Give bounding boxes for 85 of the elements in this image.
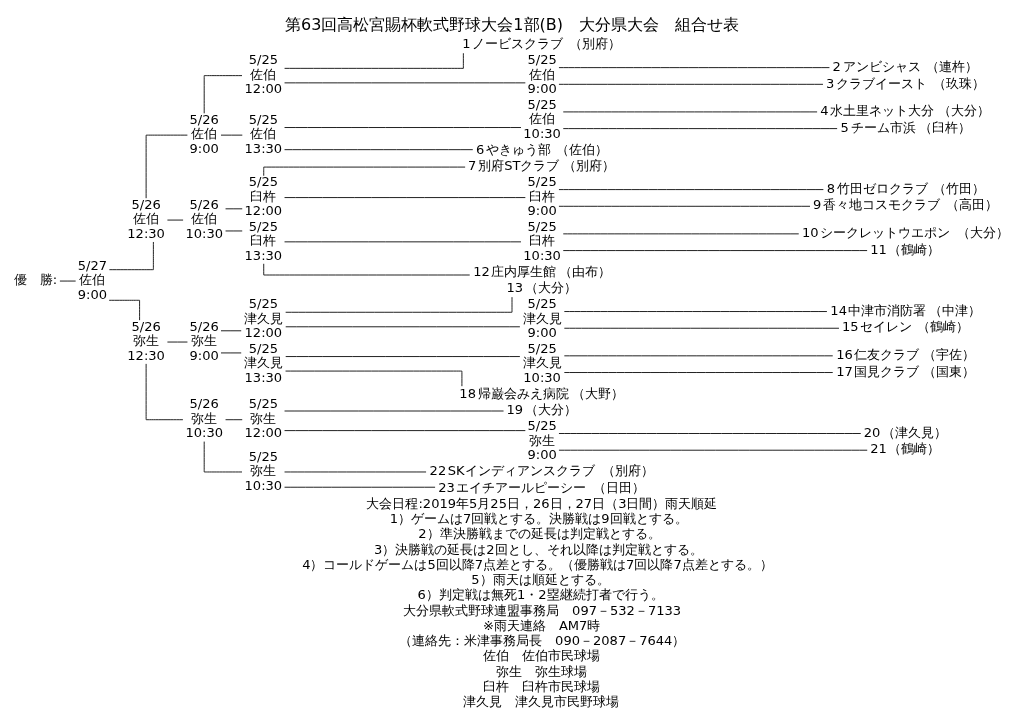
node-text: 23 エイチアールピーシー （日田）	[438, 479, 645, 495]
node-text: 優 勝:	[13, 272, 58, 288]
connector	[284, 149, 474, 151]
node-text: 5/25 臼杵 12:00	[244, 174, 283, 219]
connector	[558, 67, 830, 69]
label: 津久見 津久見市民野球場	[463, 694, 620, 710]
connector	[562, 128, 838, 130]
diagram-title: 第63回高松宮賜杯軟式野球大会1部(B) 大分県大会 組合せ表	[285, 14, 739, 34]
node-text: 5/26 佐伯 9:00	[189, 111, 219, 156]
node-text: 5/26 佐伯 10:30	[185, 196, 223, 241]
node-text: 7 別府STクラブ （別府）	[468, 158, 616, 174]
connector	[563, 311, 828, 312]
connector	[108, 299, 140, 321]
connector	[558, 83, 824, 85]
node-text: 5/25 津久見 12:00	[243, 296, 283, 341]
node-text: 12庄内厚生館 （由布）	[473, 263, 611, 279]
node-text: 5/25 佐伯 9:00	[527, 52, 557, 97]
node-text: 5/25 津久見 10:30	[522, 340, 562, 385]
connector	[145, 363, 184, 421]
node-text: 5/26 弥生 10:30	[185, 396, 223, 441]
connector	[558, 189, 824, 191]
node-text: 5/25 佐伯 10:30	[523, 96, 561, 141]
connector	[284, 127, 522, 128]
connector	[558, 205, 811, 207]
node-text: 5/25 弥生 9:00	[527, 418, 557, 463]
label: 3）決勝戦の延長は2回とし、それ以降は判定戦とする。	[374, 541, 703, 557]
node-text: 5/25 佐伯 13:30	[244, 111, 283, 156]
node-text: 3 クラブイースト （玖珠）	[825, 75, 985, 91]
node-text: 5/25 弥生 10:30	[244, 448, 283, 493]
connector	[285, 296, 513, 313]
label: 臼杵 臼杵市民球場	[482, 678, 600, 694]
label: ※雨天連絡 AM7時	[482, 617, 601, 633]
node-text: 5/25 佐伯 12:00	[244, 52, 283, 97]
node-text: 16仁友クラブ （宇佐）	[836, 347, 976, 363]
node-text: 5/26 弥生 9:00	[189, 318, 219, 363]
label: 佐伯 佐伯市民球場	[482, 648, 600, 664]
node-text: 13（大分）	[506, 280, 577, 296]
connector	[285, 370, 463, 387]
label: 弥生 弥生球場	[496, 663, 588, 679]
node-text: 5 チーム市浜 （臼杵）	[840, 119, 971, 135]
node-text: 5/26 弥生 12:30	[127, 318, 165, 363]
connector	[203, 75, 243, 114]
label: 6）判定戦は無死1・2塁継続打者で行う。	[417, 587, 664, 603]
connector	[145, 134, 188, 199]
node-text: 10 シークレットウエポン （大分）	[802, 225, 1010, 241]
node-text: 20（津久見）	[863, 424, 947, 440]
node-text: 9香々地コスモクラブ （高田）	[812, 197, 998, 213]
node-text: 21（鶴崎）	[870, 441, 941, 457]
connector	[284, 52, 464, 69]
node-text: 5/27 佐伯 9:00	[77, 257, 108, 302]
node-text: 5/25 津久見 13:30	[243, 340, 283, 385]
connector	[203, 441, 243, 473]
node-text: 11（鶴崎）	[870, 241, 941, 257]
node-text: 2 アンビシャス （連杵）	[832, 58, 979, 74]
label: 大分県軟式野球連盟事務局 097－532－7133	[403, 602, 682, 618]
connector	[562, 250, 868, 251]
label: 大会日程:2019年5月25日，26日，27日（3日間）雨天順延	[366, 495, 718, 511]
connector	[284, 197, 526, 198]
node-text: 18 帰巌会みえ病院 （大野）	[459, 385, 624, 401]
connector	[285, 356, 521, 357]
connector	[284, 430, 526, 432]
node-text: 5/25 津久見 9:00	[522, 296, 562, 341]
label: 1）ゲームは7回戦とする。決勝戦は9回戦とする。	[389, 511, 688, 527]
node-text: 5/25 臼杵 13:30	[244, 218, 283, 263]
node-text: 5/26 佐伯 12:30	[127, 196, 165, 241]
node-text: 1 ノービスクラブ （別府）	[462, 36, 621, 52]
node-text: 22 SKインディアンスクラブ （別府）	[429, 463, 655, 479]
label: 5）雨天は順延とする。	[471, 572, 610, 588]
label: 4）コールドゲームは5回以降7点差とする。（優勝戦は7回以降7点差とする。）	[302, 556, 773, 572]
node-text: 14中津市消防署 （中津）	[830, 302, 982, 318]
connector	[225, 419, 243, 421]
label: （連絡先：米津事務局長 090－2087－7644）	[399, 633, 686, 649]
node-text: 5/25 弥生 12:00	[244, 396, 283, 441]
node-text: 15 セイレン （鶴崎）	[841, 319, 969, 335]
node-text: 6やきゅう部 （佐伯）	[476, 141, 608, 157]
node-text: 19（大分）	[506, 402, 577, 418]
connector	[558, 433, 862, 434]
node-text: 5/25 臼杵 9:00	[527, 174, 557, 219]
connector	[108, 241, 154, 271]
connector	[563, 372, 834, 373]
node-text: 5/25 臼杵 10:30	[523, 218, 561, 263]
node-text: 17 国見クラブ （国東）	[836, 363, 976, 379]
label: 2）準決勝戦までの延長は判定戦とする。	[418, 526, 661, 542]
node-text: 8 竹田ゼロクラブ （竹田）	[826, 180, 985, 196]
node-text: 4水土里ネット大分 （大分）	[820, 103, 991, 119]
